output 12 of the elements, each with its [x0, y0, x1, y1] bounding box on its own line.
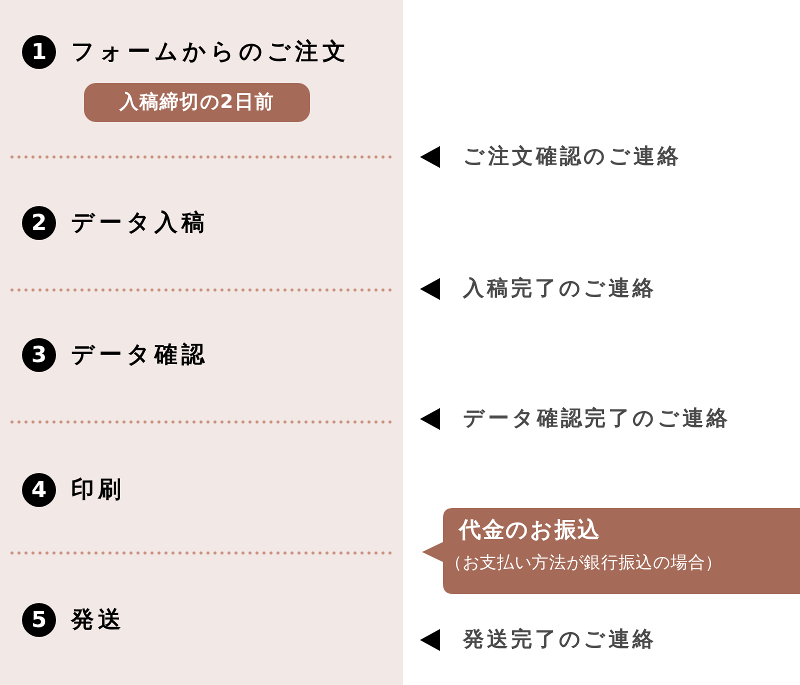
notice-text: 入稿完了のご連絡: [463, 275, 657, 302]
payment-title: 代金のお振込: [459, 517, 602, 545]
step-title: フォームからのご注文: [71, 38, 350, 67]
notice-text: 発送完了のご連絡: [463, 626, 657, 654]
notice-text: ご注文確認のご連絡: [463, 143, 682, 170]
step-title: データ確認: [71, 340, 209, 370]
step-title: データ入稿: [71, 208, 209, 238]
payment-note: （お支払い方法が銀行振込の場合）: [445, 552, 724, 575]
step-title: 発送: [71, 606, 126, 635]
deadline-badge: 入稿締切の2日前: [84, 83, 310, 122]
notice-text: データ確認完了のご連絡: [463, 405, 730, 432]
step-title: 印刷: [71, 476, 126, 505]
